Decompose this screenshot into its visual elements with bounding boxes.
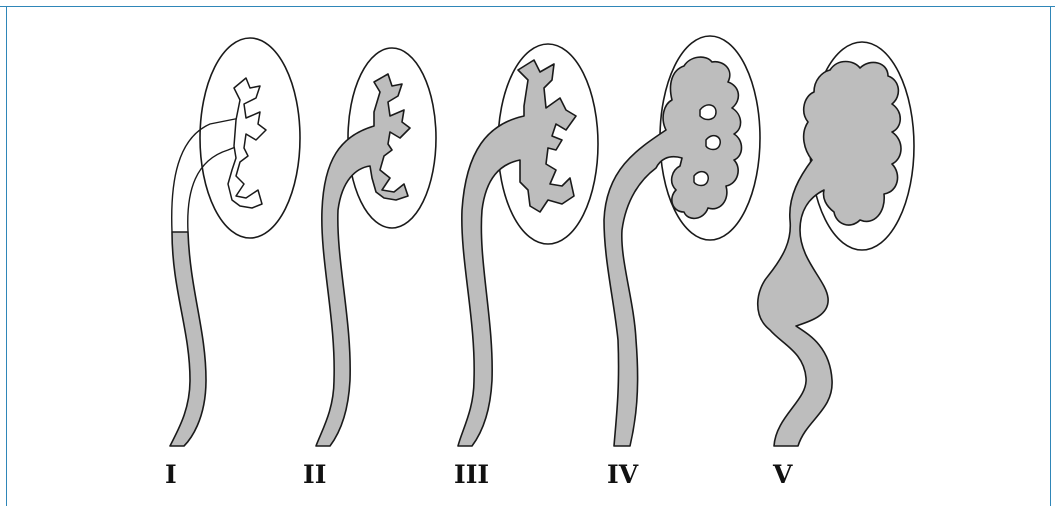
grade-5-illustration: V [758, 42, 914, 489]
grade-1-illustration: I [165, 38, 300, 489]
grade-5-ureter-pelvis [758, 62, 901, 447]
grade-1-ureter-lower [170, 232, 206, 446]
grade-5-label: V [772, 460, 793, 489]
grade-2-illustration: II [303, 48, 436, 489]
grade-3-label: III [454, 460, 489, 489]
grade-4-label: IV [607, 460, 639, 489]
grade-1-label: I [165, 460, 177, 489]
grade-2-ureter-pelvis [316, 74, 410, 446]
grade-4-ureter-pelvis [604, 57, 742, 446]
grade-4-illustration: IV [604, 36, 760, 489]
grade-2-label: II [303, 460, 326, 489]
grade-3-illustration: III [454, 44, 598, 489]
grade-3-ureter-pelvis [458, 60, 576, 446]
